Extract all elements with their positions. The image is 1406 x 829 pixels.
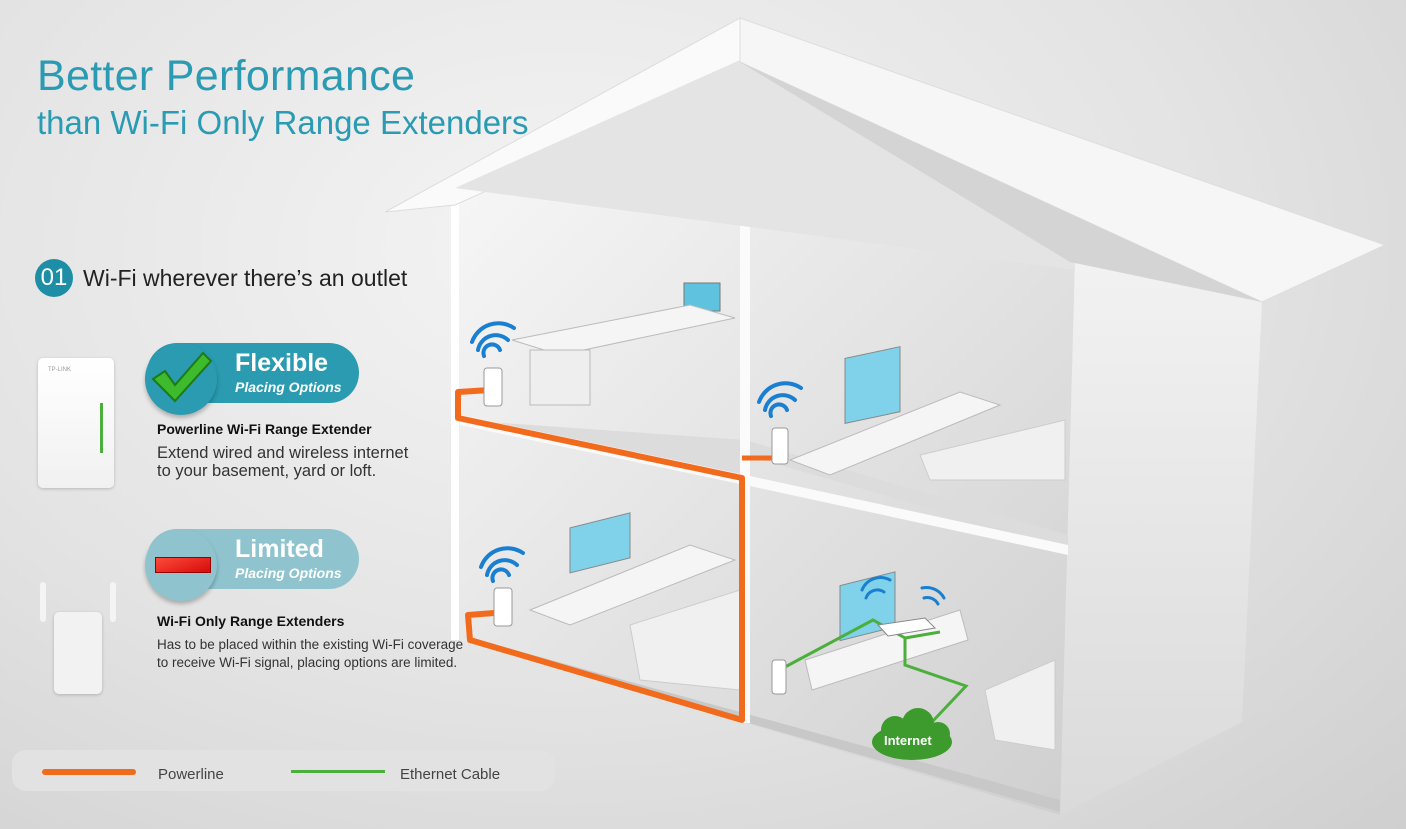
- house-roof-underside: [455, 60, 1075, 270]
- powerline-adapter: [771, 427, 789, 465]
- page-title: Better Performance: [37, 52, 416, 100]
- device-led-strip: [100, 403, 103, 453]
- upper-floor: [460, 420, 1068, 548]
- internet-label: Internet: [884, 733, 932, 748]
- limited-badge: Limited Placing Options: [145, 529, 359, 601]
- powerline-adapter: [771, 659, 787, 695]
- flexible-badge: Flexible Placing Options: [145, 343, 359, 415]
- ethernet-legend-swatch: [291, 770, 385, 773]
- option-description: Has to be placed within the existing Wi-…: [157, 637, 464, 670]
- option-description: Extend wired and wireless internet to yo…: [157, 444, 409, 480]
- option-heading: Powerline Wi-Fi Range Extender: [157, 421, 372, 437]
- page-subtitle: than Wi-Fi Only Range Extenders: [37, 104, 529, 141]
- router: [877, 617, 937, 637]
- router-wifi-icon: [860, 576, 946, 606]
- legend-label-ethernet: Ethernet Cable: [400, 766, 501, 783]
- ethernet-cable: [904, 630, 941, 640]
- center-wall: [740, 218, 750, 723]
- legend: Powerline Ethernet Cable: [12, 750, 555, 791]
- powerline-adapter: [493, 587, 513, 627]
- house-side-wall: [1060, 258, 1262, 815]
- red-bar-icon: [145, 529, 217, 601]
- wifi-extender-device-image: [38, 582, 118, 694]
- badge-title: Limited: [235, 535, 324, 563]
- badge-title: Flexible: [235, 349, 329, 377]
- powerline-cable: [455, 387, 745, 723]
- ethernet-cable: [784, 618, 969, 724]
- option-heading: Wi-Fi Only Range Extenders: [157, 613, 345, 629]
- badge-subtitle: Placing Options: [235, 379, 342, 395]
- wifi-icon: [470, 321, 803, 583]
- powerline-device-image: TP-LINK: [38, 358, 114, 488]
- powerline-adapter: [483, 367, 503, 407]
- feature-number-badge: 01: [35, 259, 73, 297]
- device-brand: TP-LINK: [48, 367, 72, 373]
- legend-label-powerline: Powerline: [158, 766, 224, 783]
- feature-title: Wi-Fi wherever there’s an outlet: [83, 265, 408, 291]
- checkmark-icon: [145, 343, 217, 415]
- badge-subtitle: Placing Options: [235, 565, 342, 581]
- internet-cloud-icon: [872, 708, 952, 760]
- powerline-legend-swatch: [42, 769, 136, 775]
